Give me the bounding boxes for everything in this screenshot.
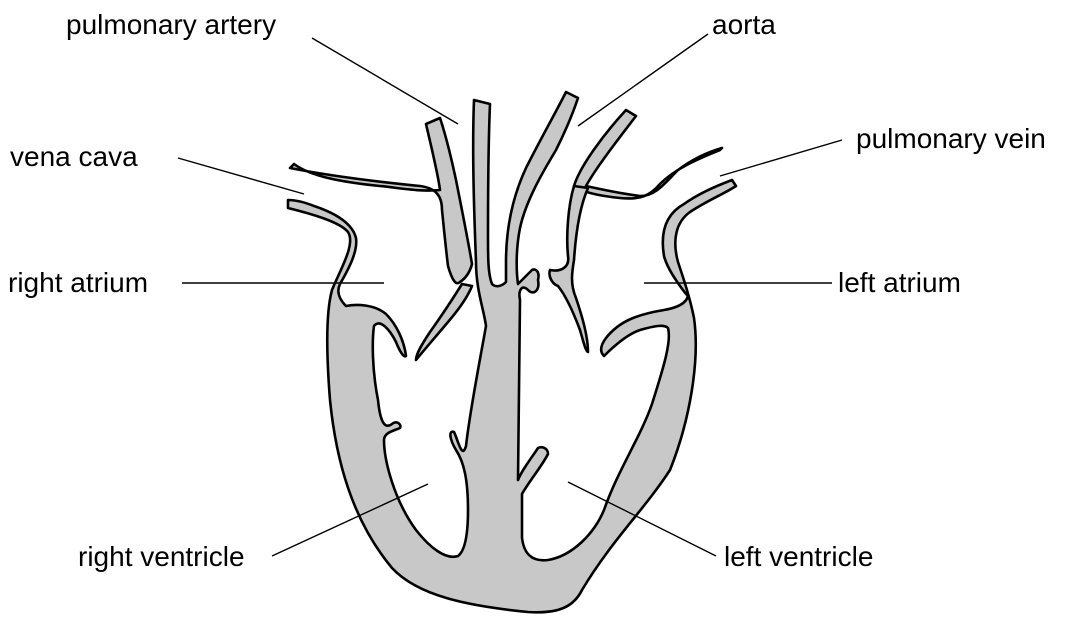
label-pulmonary-vein: pulmonary vein <box>856 123 1046 154</box>
leader-aorta <box>578 34 708 126</box>
leader-vena-cava <box>178 158 304 194</box>
label-vena-cava: vena cava <box>10 141 138 172</box>
label-aorta: aorta <box>712 9 776 40</box>
label-left-atrium: left atrium <box>838 267 961 298</box>
label-right-ventricle: right ventricle <box>78 541 245 572</box>
left-atrium-inner-branch <box>549 186 588 352</box>
heart-structure <box>288 92 736 612</box>
label-right-atrium: right atrium <box>8 267 148 298</box>
leader-pulmonary-artery <box>312 38 458 124</box>
pulmonary-vein-branch-right <box>574 110 722 198</box>
heart-outer-wall <box>288 92 736 612</box>
label-left-ventricle: left ventricle <box>724 541 873 572</box>
leader-pulmonary-vein <box>720 140 842 176</box>
label-pulmonary-artery: pulmonary artery <box>66 9 276 40</box>
pulmonary-artery-branch-left <box>290 118 472 283</box>
right-atrium-inner-branch <box>416 284 472 360</box>
